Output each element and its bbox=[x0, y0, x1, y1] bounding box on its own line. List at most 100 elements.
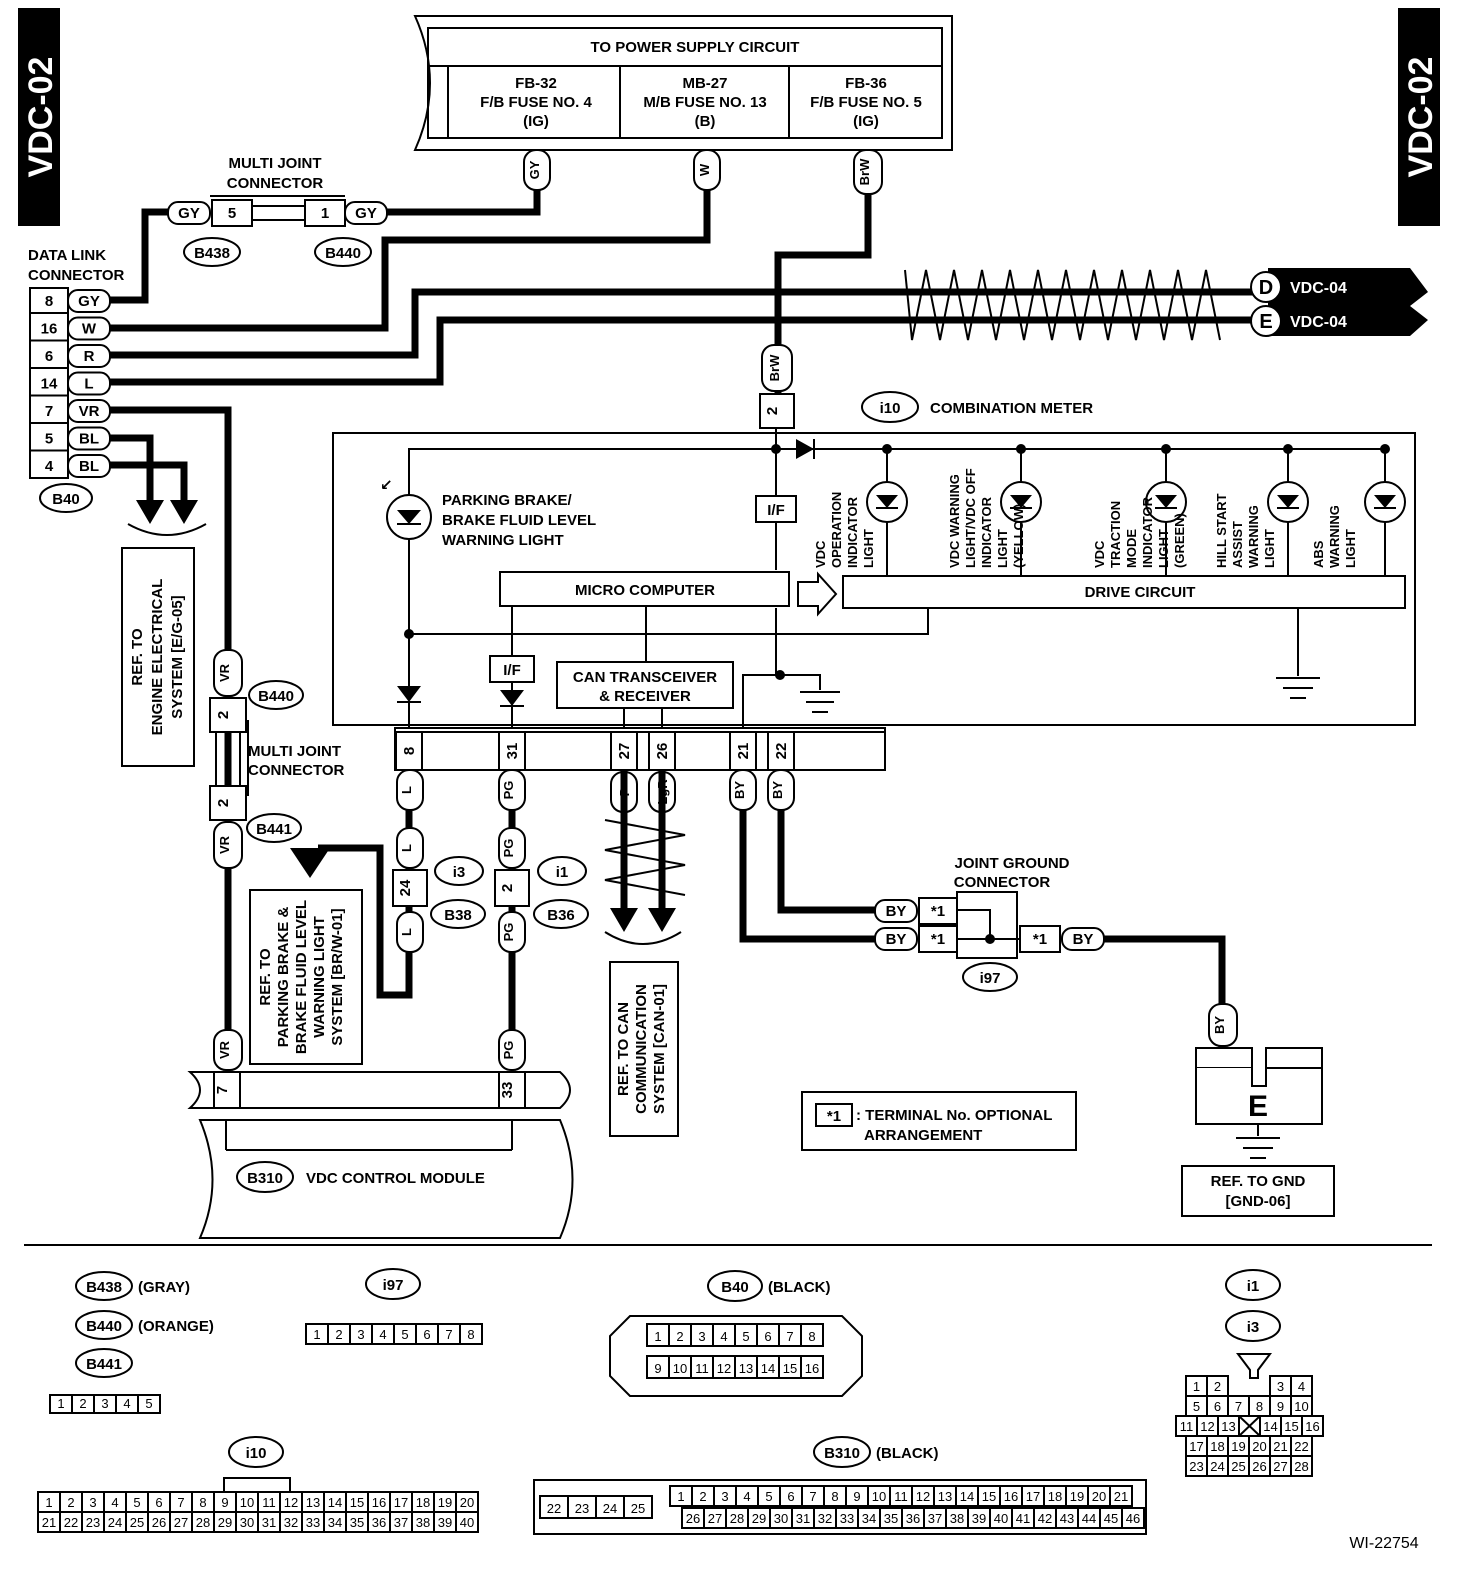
svg-text:ENGINE ELECTRICAL: ENGINE ELECTRICAL bbox=[149, 579, 166, 736]
svg-text:BrW: BrW bbox=[857, 158, 872, 185]
svg-text:PG: PG bbox=[501, 839, 516, 858]
svg-text:46: 46 bbox=[1126, 1511, 1140, 1526]
light-label: INDICATOR bbox=[979, 496, 994, 568]
svg-text:14: 14 bbox=[1263, 1419, 1277, 1434]
svg-text:36: 36 bbox=[372, 1515, 386, 1530]
svg-text:11: 11 bbox=[1180, 1419, 1194, 1434]
svg-text:i3: i3 bbox=[453, 864, 466, 881]
svg-text:2: 2 bbox=[764, 407, 781, 415]
svg-text:(IG): (IG) bbox=[853, 113, 879, 130]
svg-text:VR: VR bbox=[217, 835, 232, 854]
svg-text:37: 37 bbox=[394, 1515, 408, 1530]
svg-text:35: 35 bbox=[350, 1515, 364, 1530]
svg-text:BY: BY bbox=[1212, 1016, 1227, 1034]
wire-by-22 bbox=[777, 770, 875, 914]
light-label: LIGHT bbox=[1343, 529, 1358, 568]
svg-text:*1: *1 bbox=[931, 903, 945, 920]
svg-text:L: L bbox=[399, 844, 414, 852]
svg-text:MB-27: MB-27 bbox=[682, 75, 727, 92]
svg-text:VDC-02: VDC-02 bbox=[22, 57, 60, 178]
svg-text:F/B FUSE NO. 5: F/B FUSE NO. 5 bbox=[810, 94, 922, 111]
svg-text:27: 27 bbox=[1273, 1459, 1287, 1474]
svg-text:B438: B438 bbox=[194, 245, 230, 262]
svg-text:12: 12 bbox=[284, 1495, 298, 1510]
svg-text:BY: BY bbox=[732, 781, 747, 799]
svg-text:26: 26 bbox=[686, 1511, 700, 1526]
svg-text:5: 5 bbox=[765, 1489, 772, 1504]
dlc-pin-4: 4 bbox=[45, 458, 54, 475]
svg-text:19: 19 bbox=[1070, 1489, 1084, 1504]
svg-text:36: 36 bbox=[906, 1511, 920, 1526]
ground-arrows-dlc bbox=[127, 500, 207, 536]
svg-text:13: 13 bbox=[938, 1489, 952, 1504]
light-label: INDICATOR bbox=[845, 496, 860, 568]
svg-text:i97: i97 bbox=[383, 1277, 404, 1294]
svg-text:i3: i3 bbox=[1247, 1319, 1260, 1336]
svg-text:4: 4 bbox=[111, 1495, 118, 1510]
svg-text:21: 21 bbox=[1114, 1489, 1128, 1504]
svg-text:2: 2 bbox=[699, 1489, 706, 1504]
svg-text:B440: B440 bbox=[86, 1318, 122, 1335]
svg-text:27: 27 bbox=[708, 1511, 722, 1526]
svg-text:1: 1 bbox=[57, 1396, 64, 1411]
svg-text:SYSTEM [BR/W-01]: SYSTEM [BR/W-01] bbox=[329, 908, 346, 1045]
dlc-wire-16: W bbox=[82, 321, 97, 338]
light-label: LIGHT bbox=[1156, 529, 1171, 568]
light-label: (YELLOW) bbox=[1011, 504, 1026, 568]
svg-text:10: 10 bbox=[1294, 1399, 1308, 1414]
wire-r-to-d bbox=[110, 288, 1255, 359]
svg-text:[GND-06]: [GND-06] bbox=[1225, 1193, 1290, 1210]
light-label: INDICATOR bbox=[1140, 496, 1155, 568]
svg-text:20: 20 bbox=[1252, 1439, 1266, 1454]
svg-text:8: 8 bbox=[1256, 1399, 1263, 1414]
light-label: ABS bbox=[1311, 540, 1326, 568]
svg-text:↙: ↙ bbox=[380, 477, 393, 494]
svg-text:2: 2 bbox=[676, 1329, 683, 1344]
svg-text:SYSTEM [E/G-05]: SYSTEM [E/G-05] bbox=[169, 595, 186, 718]
svg-text:7: 7 bbox=[809, 1489, 816, 1504]
multi-joint-connector-top: MULTI JOINT CONNECTOR GY 5 1 GY B438 B44… bbox=[167, 155, 388, 267]
svg-text:CONNECTOR: CONNECTOR bbox=[28, 267, 125, 284]
svg-text:24: 24 bbox=[397, 879, 414, 896]
svg-text:10: 10 bbox=[240, 1495, 254, 1510]
svg-text:GY: GY bbox=[355, 205, 377, 222]
svg-text:10: 10 bbox=[673, 1361, 687, 1376]
svg-text:25: 25 bbox=[130, 1515, 144, 1530]
svg-text:2: 2 bbox=[215, 799, 232, 807]
svg-text:21: 21 bbox=[1273, 1439, 1287, 1454]
svg-text:28: 28 bbox=[196, 1515, 210, 1530]
svg-text:D: D bbox=[1259, 277, 1273, 299]
svg-text:1: 1 bbox=[313, 1327, 320, 1342]
svg-text:15: 15 bbox=[783, 1361, 797, 1376]
svg-text:5: 5 bbox=[401, 1327, 408, 1342]
svg-text:2: 2 bbox=[215, 711, 232, 719]
svg-text:15: 15 bbox=[982, 1489, 996, 1504]
dlc-wire-4: BL bbox=[79, 458, 99, 475]
svg-text:1: 1 bbox=[321, 205, 329, 222]
meter-pin-26: 26 bbox=[654, 743, 671, 760]
svg-text:3: 3 bbox=[698, 1329, 705, 1344]
svg-text:CONNECTOR: CONNECTOR bbox=[248, 762, 345, 779]
page-tab-left: VDC-02 bbox=[18, 8, 60, 226]
wire-l-to-e bbox=[110, 316, 1255, 386]
svg-text:DRIVE CIRCUIT: DRIVE CIRCUIT bbox=[1085, 584, 1196, 601]
meter-pin-22: 22 bbox=[773, 743, 790, 760]
wire-bl-5 bbox=[110, 434, 154, 500]
wire-by-21 bbox=[739, 770, 875, 943]
svg-text:14: 14 bbox=[328, 1495, 342, 1510]
svg-text:L: L bbox=[399, 786, 414, 794]
combination-meter: i10 COMBINATION METER BrW 2 I/F ↙ PARKIN… bbox=[332, 344, 1416, 813]
arrow-to-parking bbox=[290, 848, 330, 878]
svg-text:7: 7 bbox=[445, 1327, 452, 1342]
svg-text:41: 41 bbox=[1016, 1511, 1030, 1526]
svg-text:VR: VR bbox=[217, 1040, 232, 1059]
svg-text:3: 3 bbox=[721, 1489, 728, 1504]
svg-text:SYSTEM [CAN-01]: SYSTEM [CAN-01] bbox=[651, 984, 668, 1114]
light-label: LIGHT/VDC OFF bbox=[963, 468, 978, 568]
svg-text:19: 19 bbox=[438, 1495, 452, 1510]
ground-e: BY E REF. TO GND [GND-06] bbox=[1181, 1003, 1335, 1217]
svg-text:BRAKE FLUID LEVEL: BRAKE FLUID LEVEL bbox=[442, 512, 596, 529]
svg-text:PARKING BRAKE/: PARKING BRAKE/ bbox=[442, 492, 573, 509]
svg-text:B440: B440 bbox=[258, 688, 294, 705]
svg-text:34: 34 bbox=[862, 1511, 876, 1526]
